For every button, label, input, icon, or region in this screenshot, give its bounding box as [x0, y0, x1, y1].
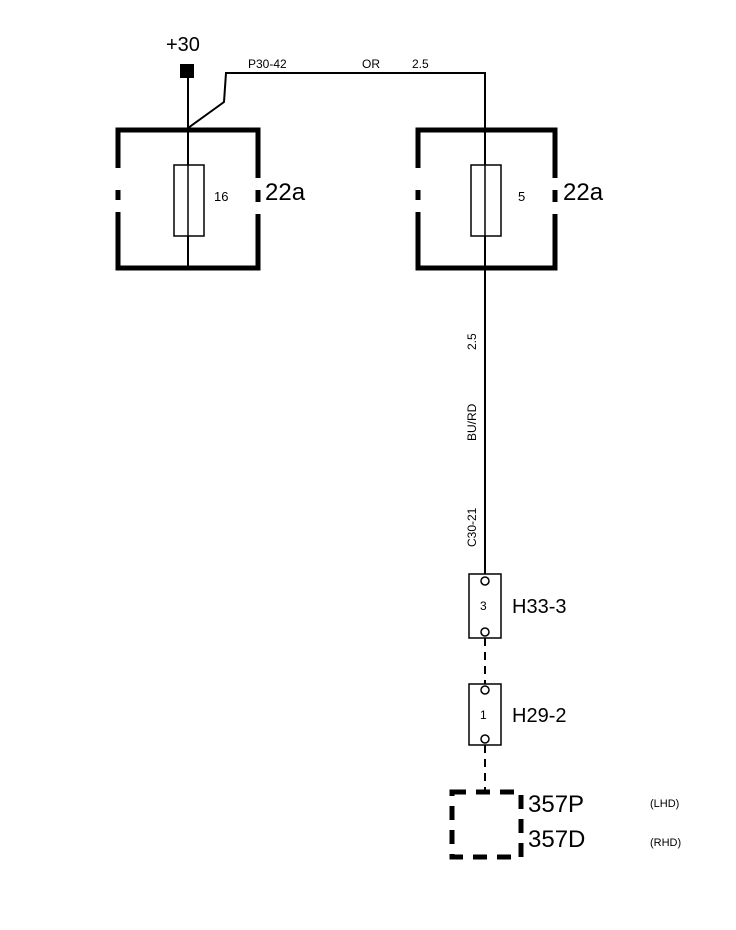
fuse-box-right-label: 22a: [563, 179, 604, 206]
vertical-wire: 2.5 BU/RD C30-21: [465, 236, 486, 578]
supply-terminal: +30: [166, 34, 200, 78]
supply-label: +30: [166, 34, 200, 56]
component-357p-label: 357P: [528, 791, 584, 818]
connector-h33-3-label: H33-3: [512, 596, 566, 618]
fuse-5: [470, 164, 502, 237]
connector-h33-3-pin-bottom: [480, 627, 490, 637]
component-357d-variant: (RHD): [650, 837, 681, 849]
top-wire: P30-42 OR 2.5: [187, 57, 486, 268]
top-wire-size: 2.5: [412, 57, 429, 71]
connector-h29-2-pin-top: [480, 685, 490, 695]
supply-terminal-square: [180, 64, 194, 78]
connector-h33-3-pin-top: [480, 576, 490, 586]
fuse-16-number: 16: [214, 189, 228, 204]
p30-42-wire: [187, 72, 486, 168]
component-357p-variant: (LHD): [650, 798, 679, 810]
fuse-box-left-label: 22a: [265, 179, 306, 206]
component-357-outline: [449, 789, 524, 860]
fuse-box-left-frame-bottom: [115, 212, 261, 271]
connector-h29-2-pin-number: 1: [480, 708, 487, 722]
top-wire-color: OR: [362, 57, 380, 71]
fuse-box-right-frame-bottom: [415, 212, 558, 271]
fuse-5-number: 5: [518, 189, 525, 204]
fuse-16: [173, 164, 205, 237]
vertical-wire-color: BU/RD: [465, 403, 479, 441]
vertical-wire-code: C30-21: [465, 507, 479, 547]
component-357d-label: 357D: [528, 826, 585, 853]
top-wire-code: P30-42: [248, 57, 287, 71]
fuse-box-right-frame-top: [415, 127, 558, 178]
connector-h33-3: 3 H33-3: [468, 573, 566, 639]
connector-h29-2-pin-bottom: [480, 734, 490, 744]
connector-h29-2-label: H29-2: [512, 705, 566, 727]
fuse-box-left-frame-top: [115, 127, 261, 178]
fuse-box-left: 16 22a: [115, 127, 306, 271]
component-357: 357P (LHD) 357D (RHD): [449, 789, 681, 860]
connector-h33-3-pin-number: 3: [480, 599, 487, 613]
fuse-box-right: 5 22a: [415, 127, 604, 271]
connector-h29-2: 1 H29-2: [468, 683, 566, 746]
vertical-wire-size: 2.5: [465, 333, 479, 350]
